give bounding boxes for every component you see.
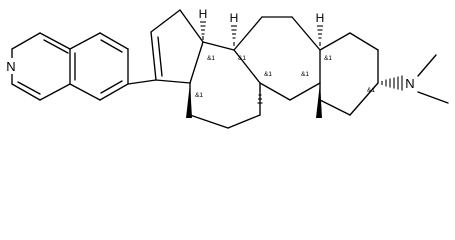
ring-d bbox=[150, 9, 204, 84]
ring-b bbox=[233, 16, 321, 101]
stereo-label-c8: &1 bbox=[238, 55, 246, 62]
ring-c bbox=[189, 41, 261, 129]
stereo-label-c13: &1 bbox=[195, 92, 203, 99]
stereo-bonds bbox=[186, 21, 403, 118]
molecule-structure-diagram: N N H H H &1 &1 &1 &1 &1 &1 &1 bbox=[4, 7, 449, 129]
c5-hydrogen-label: H bbox=[316, 11, 325, 25]
stereo-label-c9: &1 bbox=[264, 71, 272, 78]
aryl-bond bbox=[127, 79, 157, 85]
stereo-label-c14: &1 bbox=[207, 55, 215, 62]
ring-a bbox=[319, 32, 379, 116]
stereo-label-c5: &1 bbox=[324, 55, 332, 62]
hydrogen-labels: H H H bbox=[199, 7, 325, 25]
amine-nitrogen-label: N bbox=[405, 76, 414, 91]
stereo-label-c3: &1 bbox=[367, 87, 375, 94]
isoquinoline-nitrogen-label: N bbox=[6, 59, 15, 74]
c14-hydrogen-label: H bbox=[199, 7, 208, 21]
stereo-annotations: &1 &1 &1 &1 &1 &1 &1 bbox=[195, 55, 375, 99]
stereo-label-c10: &1 bbox=[301, 71, 309, 78]
isoquinoline-ring bbox=[11, 32, 129, 101]
dimethylamino-group bbox=[417, 54, 449, 104]
c8-hydrogen-label: H bbox=[230, 11, 239, 25]
atom-labels: N N bbox=[4, 58, 417, 91]
